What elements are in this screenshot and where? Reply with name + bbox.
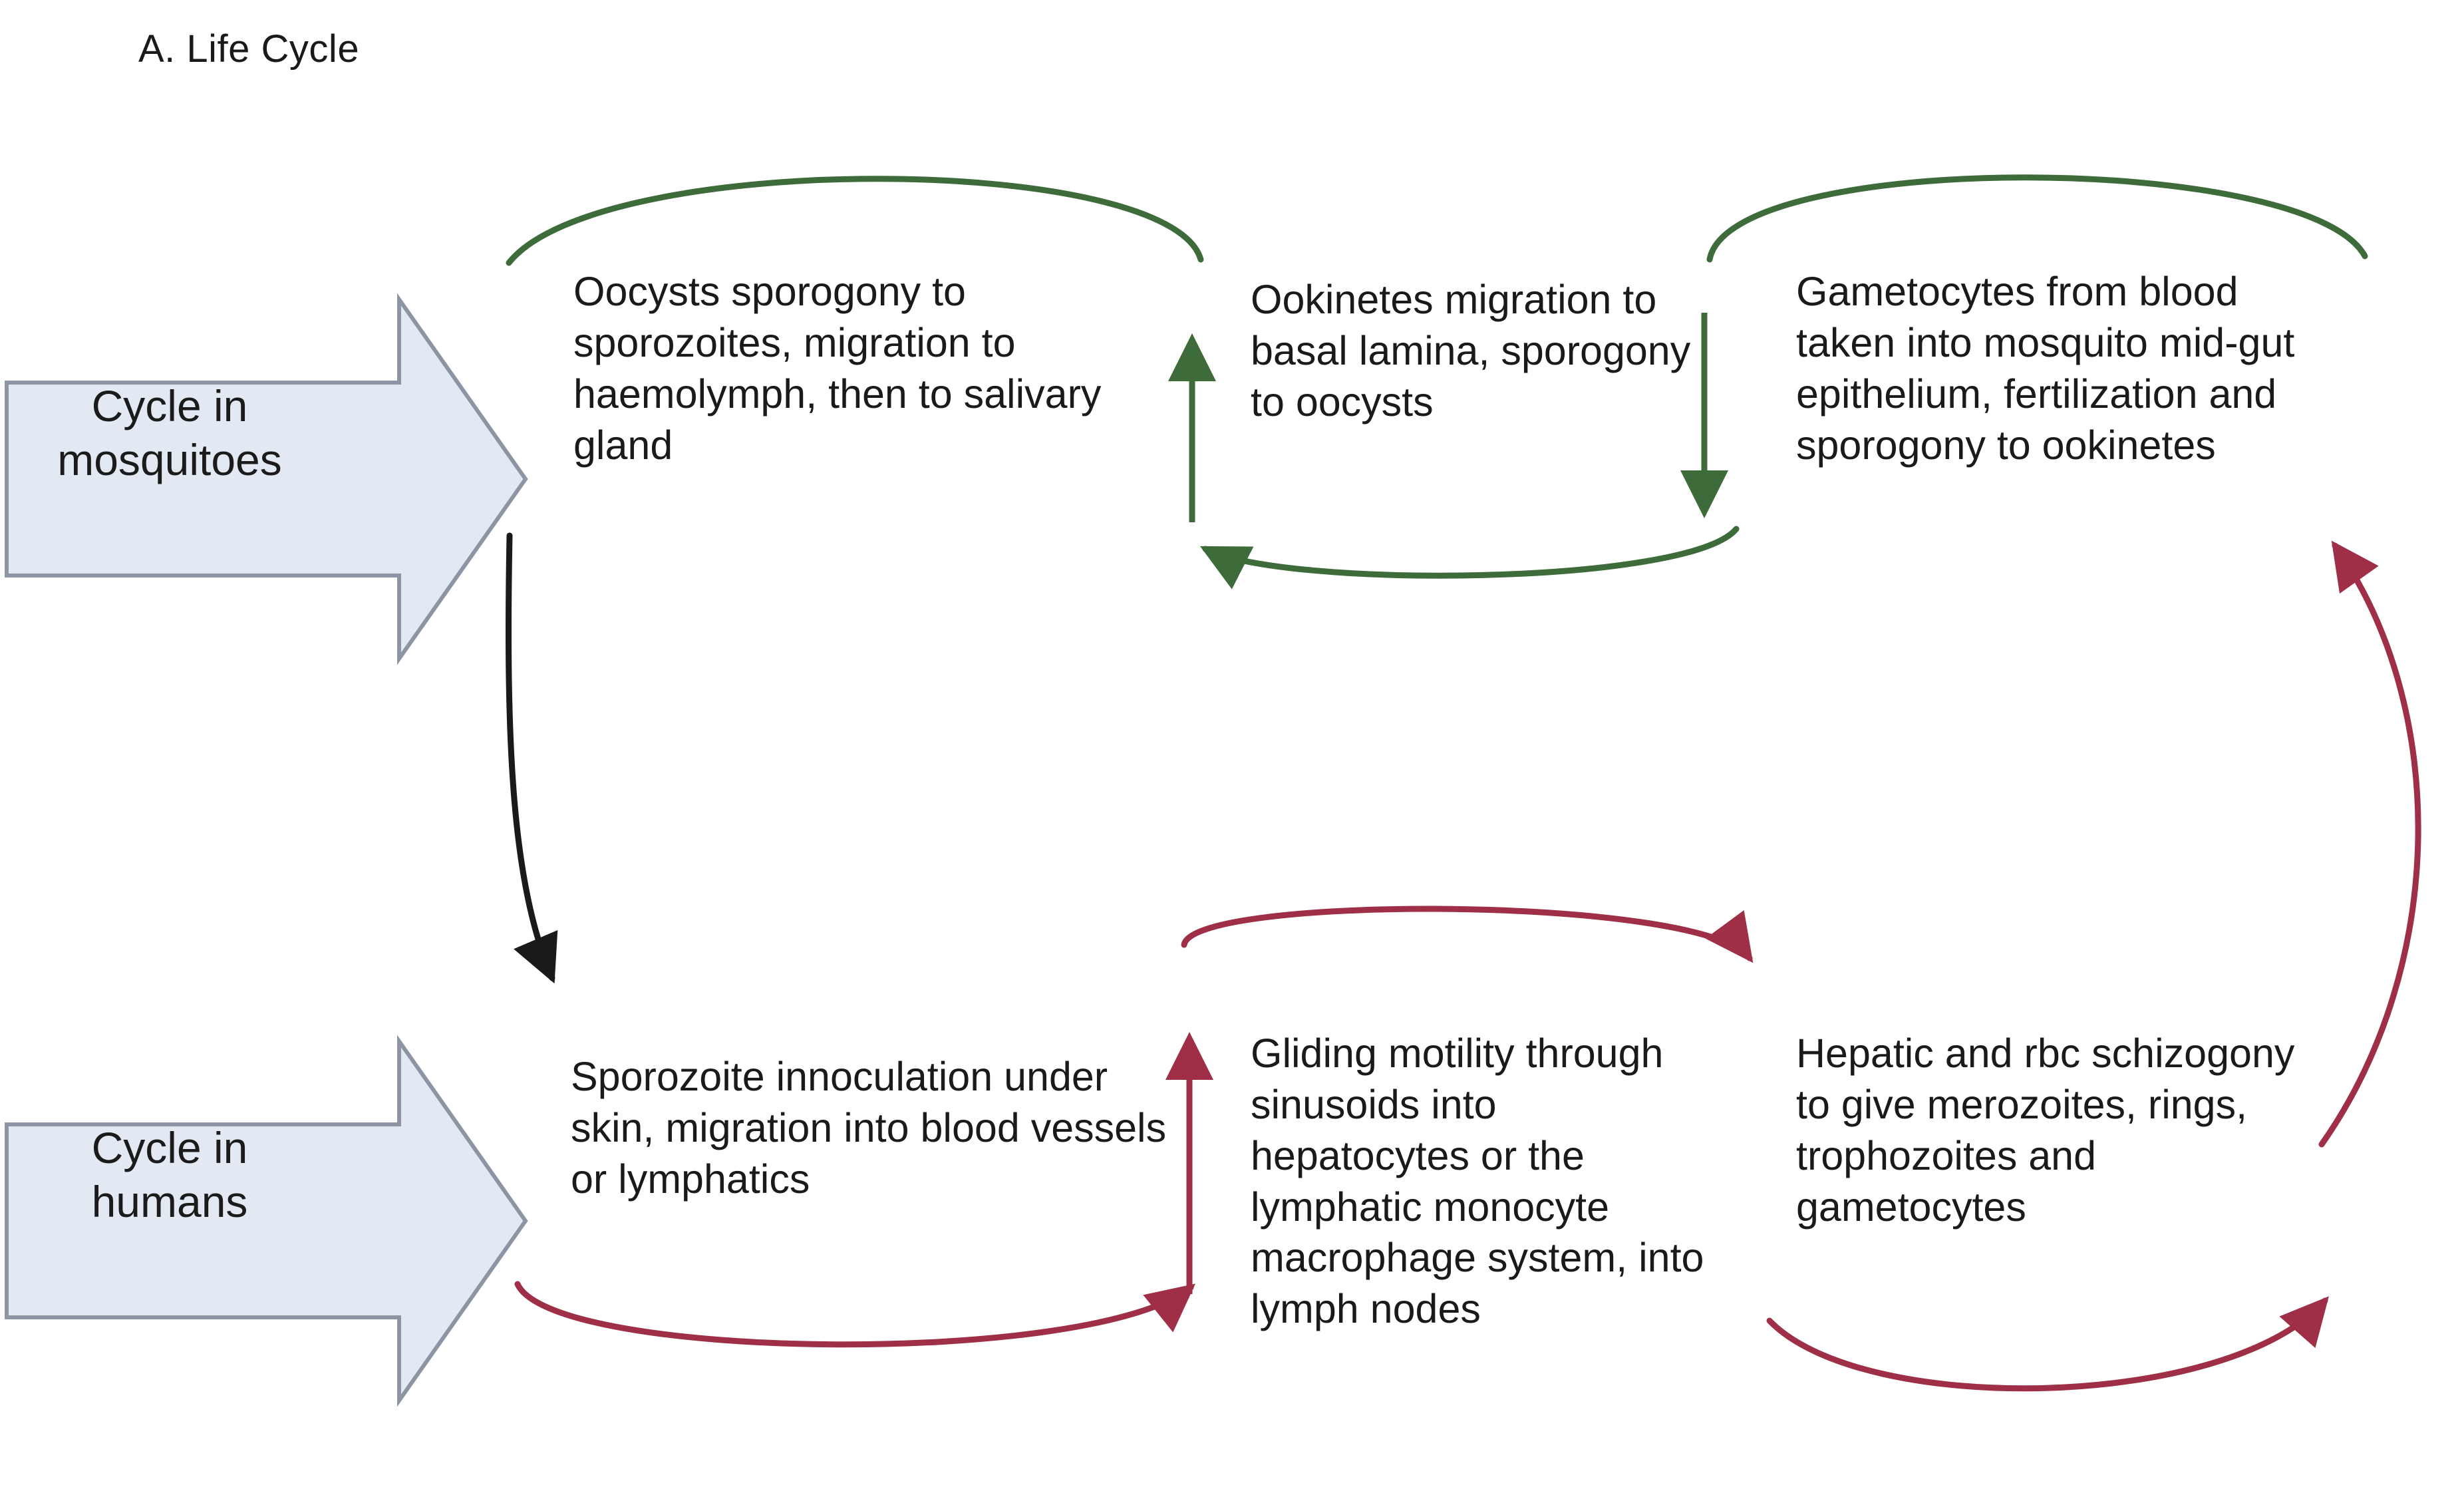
stage-text-sporozoite-innoculation: Sporozoite innoculation under skin, migr… — [571, 1054, 1167, 1202]
stage-text-gliding-motility: Gliding motility through sinusoids into … — [1251, 1031, 1704, 1332]
stage-text-ookinetes: Ookinetes migration to basal lamina, spo… — [1251, 277, 1691, 424]
arc-gametocytes-to-ookinetes-connector — [1199, 526, 1740, 589]
arc-sporozoite-to-gliding-connector — [514, 1281, 1196, 1348]
cycle-in-humans-band-arrow — [5, 1035, 528, 1407]
arc-gametocytes-top-connector — [1706, 174, 2368, 263]
arrow-mosquito-to-human-connector — [505, 532, 558, 984]
cycle-in-humans-label: Cycle in humans — [91, 1123, 248, 1226]
arc-oocysts-to-ookinetes-connector — [506, 176, 1204, 266]
arc-gliding-to-hepatic-top-connector — [1181, 906, 1754, 963]
page-title: A. Life Cycle — [138, 27, 360, 71]
cycle-in-mosquitoes-band-arrow — [5, 293, 528, 665]
arc-gliding-to-hepatic-bottom-connector — [1766, 1296, 2329, 1392]
stage-text-gametocytes: Gametocytes from blood taken into mosqui… — [1796, 269, 2295, 468]
stage-text-hepatic-schizogony: Hepatic and rbc schizogony to give meroz… — [1796, 1031, 2295, 1230]
arc-hepatic-to-gametocytes-connector — [2318, 540, 2421, 1148]
stage-text-oocysts: Oocysts sporogony to sporozoites, migrat… — [573, 269, 1102, 468]
cycle-in-mosquitoes-label: Cycle in mosquitoes — [57, 381, 282, 484]
